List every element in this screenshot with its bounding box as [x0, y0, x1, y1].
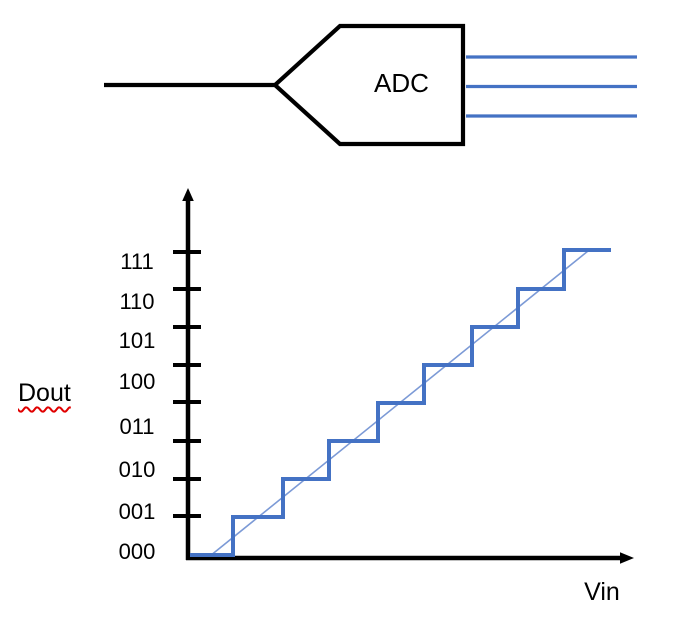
adc-block-label: ADC: [374, 68, 429, 98]
x-axis-title: Vin: [584, 578, 620, 606]
y-tick-label: 101: [118, 328, 156, 353]
y-tick-label: 011: [119, 414, 155, 439]
y-tick-label: 001: [118, 499, 156, 524]
staircase-line: [190, 248, 611, 557]
y-tick-label: 010: [118, 457, 156, 482]
y-tick-label: 111: [120, 249, 154, 274]
y-tick-label: 110: [119, 289, 155, 314]
y-axis-title: Dout: [18, 379, 71, 407]
y-tick-label: 100: [118, 369, 156, 394]
adc-body: [271, 23, 466, 147]
x-axis-arrowhead: [620, 552, 634, 564]
y-tick-label: 000: [118, 539, 156, 564]
y-axis-arrowhead: [182, 188, 194, 201]
